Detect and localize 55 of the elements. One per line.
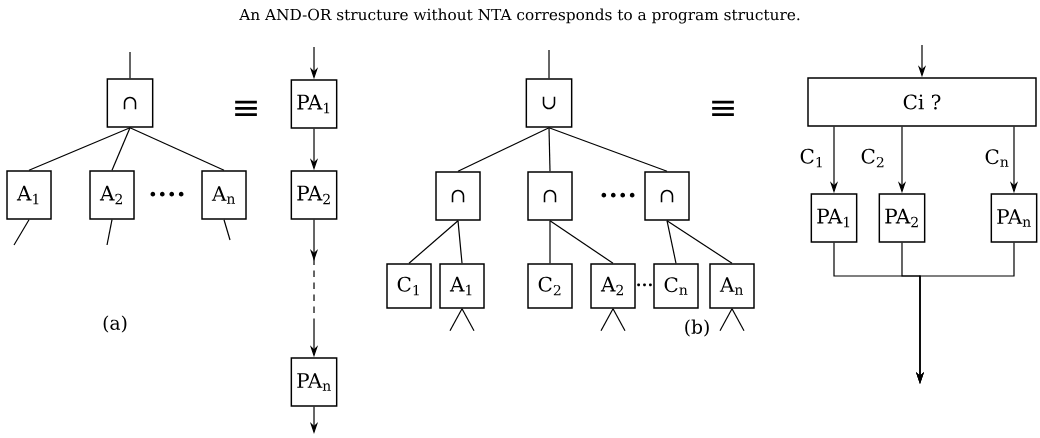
decision-box: Ci ? xyxy=(807,77,1037,127)
connector-line xyxy=(111,127,131,171)
process-box: C$_{1}$ xyxy=(386,263,432,309)
process-box: A$_{n}$ xyxy=(201,170,247,220)
connector-line xyxy=(548,127,668,172)
connector-line xyxy=(548,127,551,172)
connector-line xyxy=(129,127,225,171)
process-box: A$_{n}$ xyxy=(709,263,755,309)
edge-label: C$_{2}$ xyxy=(861,148,884,168)
ellipsis-dots: •••• xyxy=(150,191,184,197)
process-box: PA$_{n}$ xyxy=(290,357,338,407)
process-box: PA$_{2}$ xyxy=(290,170,338,220)
operator-box: ∩ xyxy=(527,171,573,221)
connector-line xyxy=(666,220,733,264)
connector-line xyxy=(408,220,459,264)
process-box: C$_{n}$ xyxy=(653,263,699,309)
process-box: C$_{2}$ xyxy=(527,263,573,309)
stub-line xyxy=(548,49,550,79)
connector-line xyxy=(28,127,131,171)
stub-line xyxy=(600,308,614,332)
stub-line xyxy=(13,219,30,246)
ellipsis-dots: •••• xyxy=(601,192,635,198)
connector-line xyxy=(549,220,614,264)
process-box: PA$_{1}$ xyxy=(810,193,858,243)
process-box: PA$_{2}$ xyxy=(878,193,926,243)
equivalence-sign: ≡ xyxy=(235,100,257,117)
connector-line xyxy=(666,220,677,264)
process-box: A$_{2}$ xyxy=(89,170,135,220)
operator-box: ∩ xyxy=(106,78,154,128)
equivalence-sign: ≡ xyxy=(712,100,734,117)
process-box: A$_{1}$ xyxy=(6,170,52,220)
stub-line xyxy=(719,308,733,332)
ellipsis-dots: ••• xyxy=(637,283,652,287)
connector-line xyxy=(457,220,463,264)
operator-box: ∪ xyxy=(525,78,573,128)
operator-box: ∩ xyxy=(644,171,690,221)
process-box: A$_{1}$ xyxy=(439,263,485,309)
operator-box: ∩ xyxy=(435,171,481,221)
edge-label: C$_{n}$ xyxy=(985,149,1009,167)
process-box: PA$_{1}$ xyxy=(290,79,338,129)
process-box: A$_{2}$ xyxy=(590,263,636,309)
stub-line xyxy=(612,308,626,332)
stub-line xyxy=(223,219,231,241)
title: An AND-OR structure without NTA corresponds to a program structure. xyxy=(239,8,800,24)
panel-label: (a) xyxy=(103,315,127,333)
stub-line xyxy=(129,51,131,79)
edge-label: C$_{1}$ xyxy=(800,148,822,168)
connector-line xyxy=(457,127,550,172)
stub-line xyxy=(731,308,745,332)
stub-line xyxy=(449,308,463,332)
stub-line xyxy=(106,219,113,246)
stub-line xyxy=(461,308,475,332)
connector-line xyxy=(549,220,551,264)
process-box: PA$_{n}$ xyxy=(990,193,1038,243)
panel-label: (b) xyxy=(685,319,709,337)
